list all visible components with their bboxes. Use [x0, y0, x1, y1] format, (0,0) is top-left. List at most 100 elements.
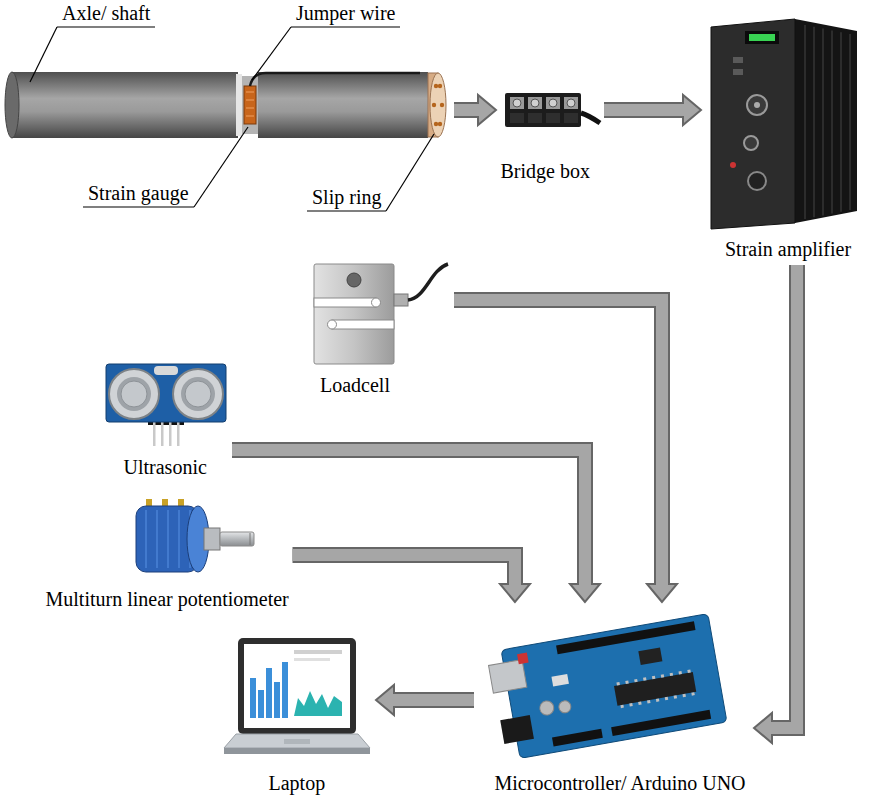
illustration-part	[106, 364, 226, 446]
illustration-part	[314, 264, 394, 364]
illustration-part	[307, 210, 386, 211]
component-label: Bridge box	[501, 160, 590, 183]
illustration-part	[489, 660, 527, 693]
flow-arrow	[454, 95, 496, 125]
illustration-part	[804, 25, 806, 219]
component-label: Strain amplifier	[725, 238, 851, 261]
illustration-part	[246, 108, 254, 109]
illustration-part	[840, 32, 842, 212]
illustration-part	[754, 102, 760, 108]
leader-line	[30, 27, 434, 211]
component-label: Microcontroller/ Arduino UNO	[495, 772, 746, 795]
illustration-part	[30, 27, 57, 82]
component-figure: Laptop	[222, 636, 372, 795]
illustration-part	[181, 377, 215, 411]
illustration-part	[440, 103, 444, 107]
illustration-part	[747, 95, 767, 115]
illustration-part	[517, 653, 529, 665]
illustration-part	[831, 30, 833, 213]
illustration-part	[625, 680, 628, 683]
illustration-part	[117, 377, 151, 411]
illustration-part	[294, 650, 342, 654]
illustration-part	[564, 97, 578, 109]
component-label: Ultrasonic	[124, 456, 207, 479]
component-label: Slip ring	[312, 186, 381, 209]
flow-arrow	[293, 555, 531, 602]
illustration-part	[314, 298, 376, 307]
illustration-part	[744, 136, 758, 150]
component-label: Axle/ shaft	[62, 2, 150, 25]
illustration-part	[178, 510, 180, 568]
illustration-part	[501, 614, 727, 759]
component-label: Loadcell	[320, 374, 390, 397]
illustration-part	[546, 113, 560, 123]
illustration-part	[232, 450, 585, 585]
illustration-part	[638, 702, 641, 705]
illustration-part	[154, 366, 178, 375]
component-illustration	[0, 0, 450, 225]
illustration-part	[643, 677, 646, 680]
component-label: Multiturn linear potentiometer	[46, 588, 289, 611]
illustration-part	[528, 113, 542, 123]
illustration-part	[224, 734, 370, 748]
illustration-part	[161, 422, 164, 446]
flow-arrow	[376, 685, 474, 715]
component-illustration	[308, 258, 450, 368]
illustration-part	[665, 697, 668, 700]
illustration-part	[372, 298, 381, 307]
component-figure: Strain amplifier	[705, 15, 860, 261]
component-figure: Ultrasonic	[104, 358, 228, 479]
illustration-part	[528, 97, 542, 109]
illustration-part	[552, 729, 603, 747]
illustration-part	[620, 705, 623, 708]
illustration-part	[795, 19, 857, 223]
illustration-part	[634, 679, 637, 682]
illustration-part	[604, 104, 687, 116]
illustration-part	[408, 264, 448, 300]
illustration-part	[748, 172, 766, 190]
illustration-part	[691, 692, 694, 695]
illustration-part	[167, 510, 169, 568]
illustration-part	[549, 99, 557, 107]
component-illustration	[104, 358, 228, 448]
illustration-part	[749, 34, 775, 41]
illustration-part	[12, 72, 238, 138]
illustration-part	[513, 99, 521, 107]
component-figure: Bridge box	[500, 85, 600, 183]
component-label: Strain gauge	[88, 182, 189, 205]
illustration-part	[57, 26, 155, 27]
illustration-part	[822, 29, 824, 216]
component-figure: Loadcell	[308, 258, 450, 397]
illustration-part	[768, 265, 797, 728]
illustration-part	[733, 57, 743, 63]
illustration-part	[258, 72, 428, 138]
illustration-part	[390, 694, 474, 706]
component-illustration	[132, 498, 257, 580]
illustration-part	[510, 113, 524, 123]
illustration-part	[454, 104, 482, 116]
illustration-part	[546, 97, 560, 109]
illustration-part	[194, 127, 248, 207]
illustration-part	[486, 614, 727, 761]
illustration-part	[500, 715, 534, 744]
illustration-part	[244, 644, 350, 728]
illustration-part	[438, 84, 442, 88]
illustration-part	[246, 116, 254, 117]
illustration-part	[177, 422, 180, 446]
illustration-part	[430, 73, 446, 137]
illustration-part	[232, 450, 585, 588]
component-label: Laptop	[269, 772, 326, 795]
illustration-part	[711, 19, 857, 229]
illustration-part	[394, 294, 408, 306]
component-illustration	[478, 606, 750, 766]
illustration-part	[730, 162, 736, 168]
illustration-part	[733, 69, 743, 75]
illustration-part	[616, 682, 619, 685]
illustration-part	[5, 72, 19, 138]
illustration-part	[274, 682, 280, 718]
illustration-part	[204, 528, 220, 550]
illustration-part	[236, 74, 242, 136]
illustration-part	[531, 99, 539, 107]
